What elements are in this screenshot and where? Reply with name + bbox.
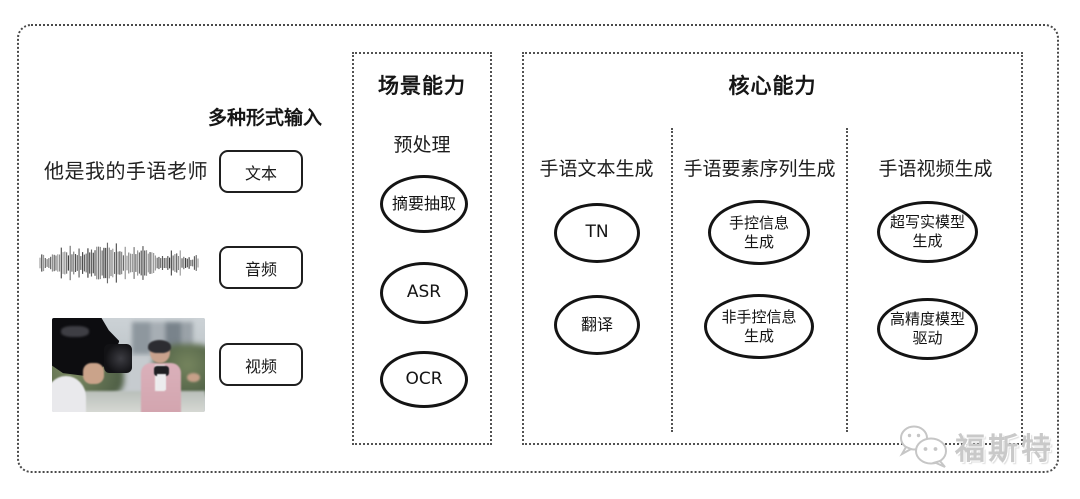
watermark-text: 福斯特 [955, 432, 1054, 467]
scene-capability-box: 场景能力 [352, 52, 492, 445]
video-thumbnail [52, 318, 205, 412]
node-hyperrealistic-model-generation: 超写实模型 生成 [877, 201, 978, 263]
node-translation: 翻译 [554, 295, 640, 355]
microphone-windscreen [153, 365, 170, 377]
node-manual-info-generation: 手控信息 生成 [708, 200, 810, 265]
chat-bubbles-logo-icon [899, 425, 947, 468]
node-summary-extraction: 摘要抽取 [380, 175, 468, 233]
reporter-hand [186, 372, 201, 382]
node-tn: TN [554, 203, 640, 263]
microphone-handle [156, 374, 166, 391]
input-type-video-box: 视频 [219, 343, 303, 386]
camera-highlight [61, 325, 89, 337]
sample-sentence-text: 他是我的手语老师 [44, 159, 208, 183]
reporter-hair [148, 339, 172, 353]
column-header-text-generation: 手语文本生成 [539, 158, 654, 180]
column-header-video-generation: 手语视频生成 [878, 158, 993, 180]
input-type-video-label: 视频 [244, 356, 277, 376]
cameraman-shoulder [52, 376, 86, 412]
column-header-element-sequence-generation: 手语要素序列生成 [683, 158, 836, 180]
camera-lens [104, 344, 132, 373]
scene-capability-title: 场景能力 [378, 74, 466, 98]
core-column-separator-2 [846, 128, 848, 432]
node-high-precision-model-driving: 高精度模型 驱动 [877, 298, 978, 360]
core-capability-box: 核心能力 [522, 52, 1023, 445]
input-type-text-label: 文本 [244, 163, 277, 183]
node-ocr: OCR [380, 351, 468, 408]
cameraman-hand [82, 363, 104, 384]
input-section-heading: 多种形式输入 [207, 107, 322, 129]
input-type-audio-label: 音频 [244, 259, 277, 279]
watermark: 福斯特 [897, 423, 1054, 469]
core-capability-title: 核心能力 [728, 74, 817, 98]
node-non-manual-info-generation: 非手控信息 生成 [704, 294, 814, 359]
input-type-text-box: 文本 [219, 150, 303, 193]
input-type-audio-box: 音频 [219, 246, 303, 289]
preprocess-label: 预处理 [393, 134, 451, 156]
core-column-separator-1 [671, 128, 673, 432]
audio-waveform-icon [39, 242, 199, 284]
outer-dotted-border [17, 24, 1059, 473]
node-asr: ASR [380, 262, 468, 324]
